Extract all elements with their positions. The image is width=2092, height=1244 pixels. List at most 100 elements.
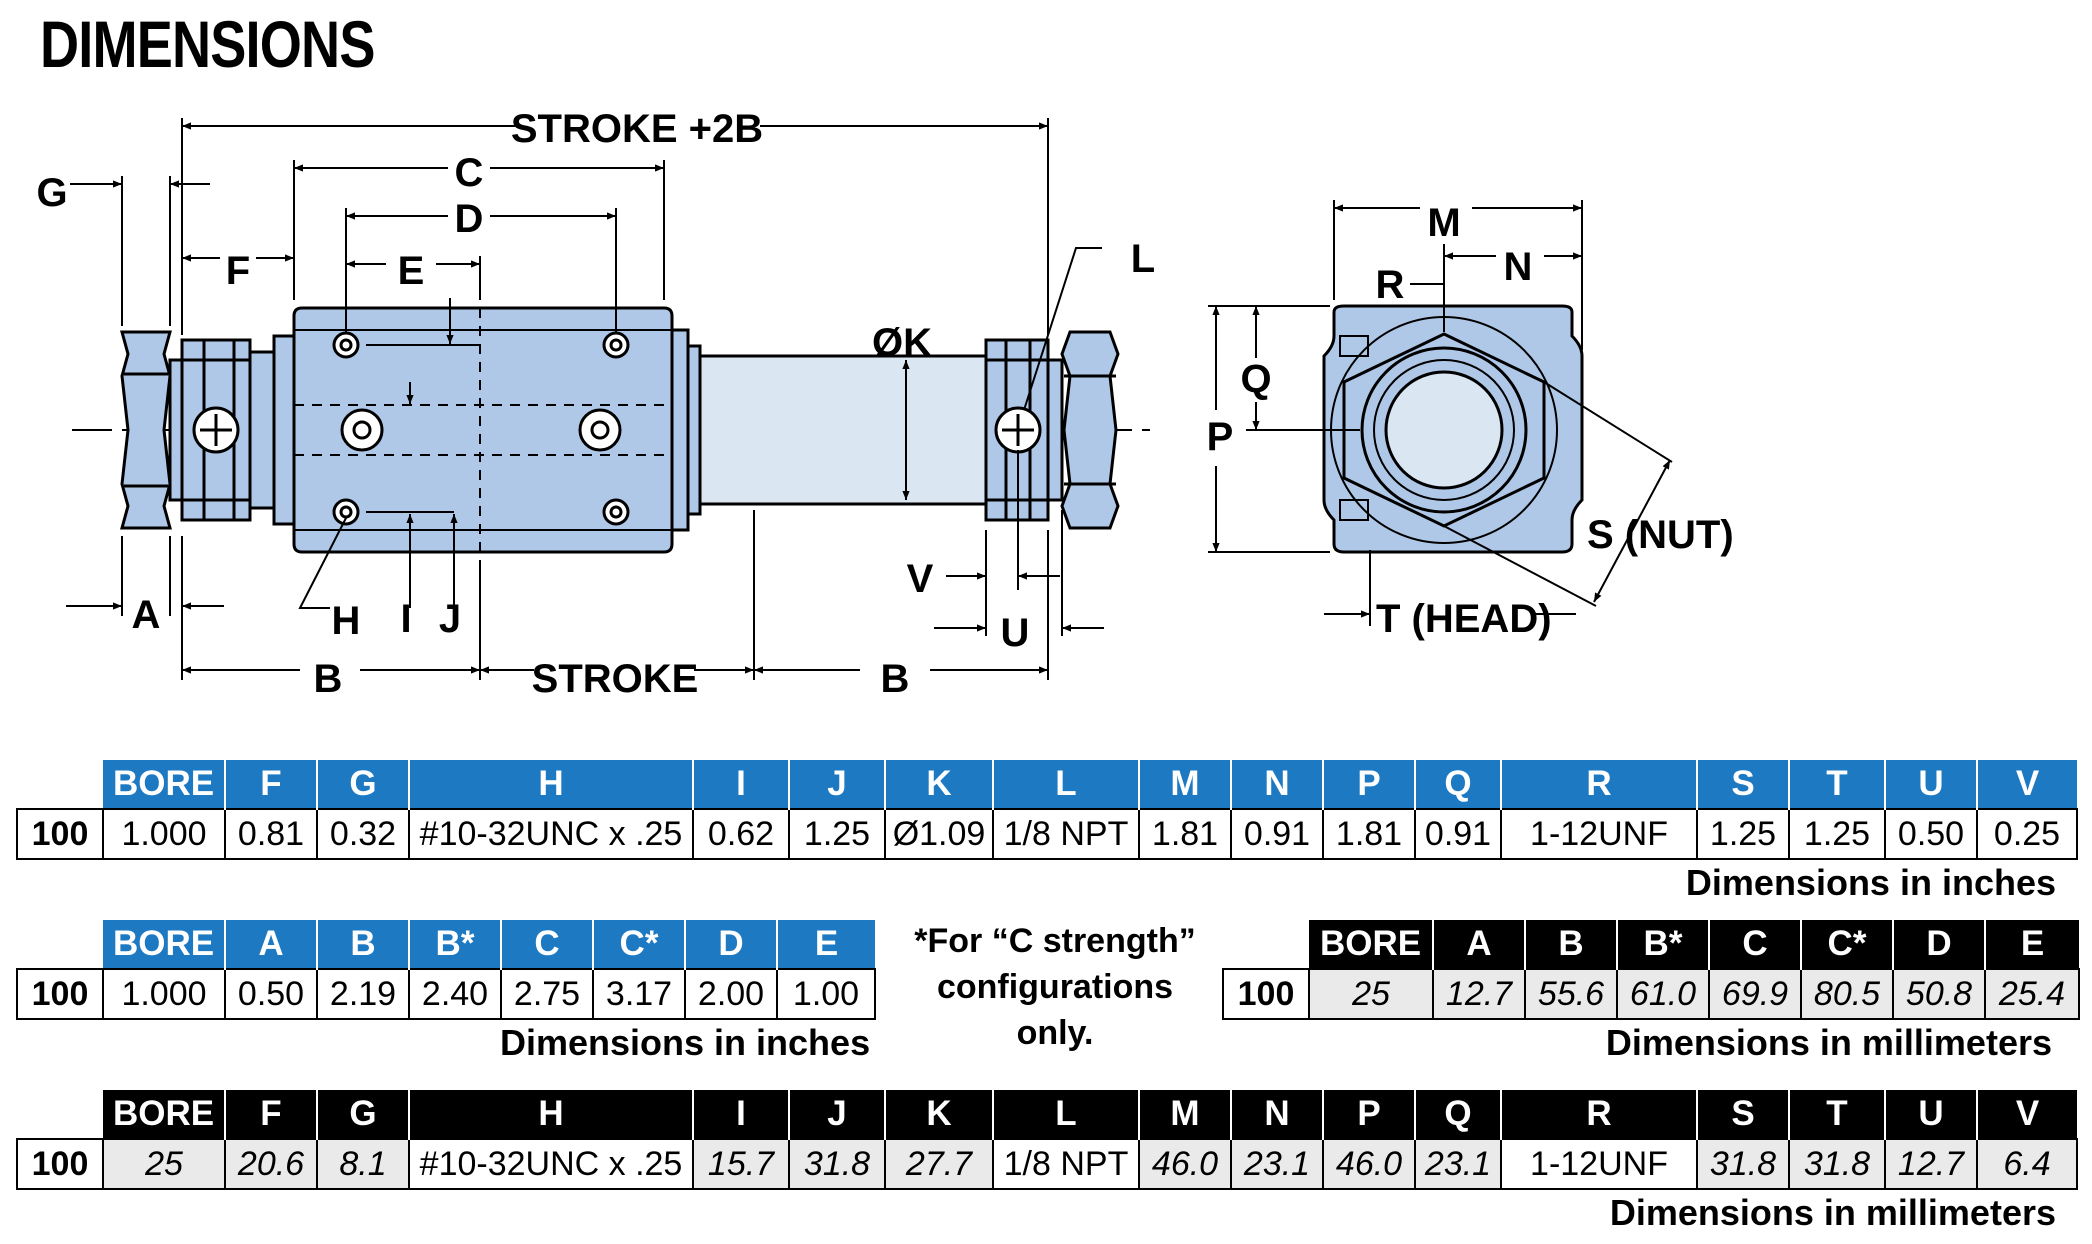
header-cell: L: [992, 760, 1139, 809]
header-cell: F: [224, 760, 317, 809]
value-cell: 0.50: [224, 968, 318, 1020]
end-view-dimensions: [1208, 200, 1673, 626]
end-view-labels: M N R Q P S (NUT) T (HEAD): [1207, 201, 1734, 641]
value-cell: 61.0: [1616, 968, 1710, 1020]
header-cell: J: [788, 1090, 885, 1139]
table-inches-full: BORE F G H I J K L M N P Q R S T U V 100…: [16, 760, 2078, 860]
value-cell: 0.91: [1230, 808, 1324, 860]
header-cell: U: [1884, 760, 1977, 809]
value-cell: 2.75: [500, 968, 594, 1020]
value-cell: 0.50: [1884, 808, 1978, 860]
table-row: 100 25 12.7 55.6 61.0 69.9 80.5 50.8 25.…: [1222, 968, 2080, 1020]
value-cell: 69.9: [1708, 968, 1802, 1020]
header-cell: Q: [1414, 760, 1501, 809]
row-label: 100: [1222, 968, 1310, 1020]
header-cell: H: [408, 760, 693, 809]
value-cell: #10-32UNC x .25: [408, 1138, 694, 1190]
header-cell: BORE: [103, 760, 225, 809]
note-line-2: configurations only.: [936, 968, 1174, 1052]
value-cell: 25: [1308, 968, 1434, 1020]
header-cell: C*: [592, 920, 685, 969]
label-g: G: [36, 171, 67, 215]
value-cell: 31.8: [788, 1138, 886, 1190]
value-cell: 8.1: [316, 1138, 410, 1190]
value-cell: 46.0: [1322, 1138, 1416, 1190]
value-cell: 31.8: [1696, 1138, 1790, 1190]
label-p: P: [1207, 415, 1234, 459]
header-cell: T: [1788, 760, 1885, 809]
caption-mm-full: Dimensions in millimeters: [1609, 1192, 2056, 1233]
label-f: F: [226, 249, 250, 293]
header-cell: Q: [1414, 1090, 1501, 1139]
caption-mm-short: Dimensions in millimeters: [1605, 1022, 2052, 1063]
table-header-row: BORE F G H I J K L M N P Q R S T U V: [17, 760, 2077, 809]
header-cell: A: [224, 920, 317, 969]
side-view-dimensions: [66, 118, 1104, 680]
header-cell: C*: [1800, 920, 1893, 969]
table-inches-short: BORE A B B* C C* D E 100 1.000 0.50 2.19…: [16, 920, 876, 1020]
value-cell: 2.40: [408, 968, 502, 1020]
table-mm-full: BORE F G H I J K L M N P Q R S T U V 100…: [16, 1090, 2078, 1190]
row-label: 100: [16, 968, 104, 1020]
label-ok: ØK: [872, 321, 932, 365]
header-cell: BORE: [103, 1090, 225, 1139]
table-mm-short: BORE A B B* C C* D E 100 25 12.7 55.6 61…: [1222, 920, 2080, 1020]
value-cell: 12.7: [1432, 968, 1526, 1020]
header-cell: A: [1432, 920, 1525, 969]
header-cell: BORE: [1309, 920, 1433, 969]
header-cell: L: [992, 1090, 1139, 1139]
value-cell: 1/8 NPT: [992, 808, 1140, 860]
header-cell: R: [1500, 1090, 1697, 1139]
value-cell: Ø1.09: [884, 808, 994, 860]
side-view-hidden-lines: [294, 308, 672, 552]
corner-cell: [17, 1090, 103, 1139]
header-cell: R: [1500, 760, 1697, 809]
corner-cell: [17, 760, 103, 809]
label-r: R: [1376, 263, 1405, 307]
corner-cell: [1223, 920, 1309, 969]
value-cell: 46.0: [1138, 1138, 1232, 1190]
header-cell: K: [884, 760, 993, 809]
side-view-holes: [192, 331, 1042, 526]
row-label: 100: [16, 1138, 104, 1190]
label-stroke: STROKE: [532, 657, 699, 700]
label-j: J: [439, 597, 461, 641]
header-cell: V: [1976, 760, 2077, 809]
technical-drawing: STROKE +2B C D E F G ØK L A H I J B STRO…: [36, 107, 1734, 700]
value-cell: 1.00: [776, 968, 876, 1020]
value-cell: 50.8: [1892, 968, 1986, 1020]
header-cell: G: [316, 760, 409, 809]
page-title: DIMENSIONS: [40, 7, 375, 81]
value-cell: 31.8: [1788, 1138, 1886, 1190]
value-cell: 23.1: [1230, 1138, 1324, 1190]
value-cell: 0.81: [224, 808, 318, 860]
header-cell: K: [884, 1090, 993, 1139]
value-cell: 1.81: [1138, 808, 1232, 860]
value-cell: 6.4: [1976, 1138, 2078, 1190]
header-cell: G: [316, 1090, 409, 1139]
label-stroke-2b: STROKE +2B: [511, 107, 763, 151]
label-s-nut: S (NUT): [1587, 513, 1734, 557]
value-cell: 2.00: [684, 968, 778, 1020]
header-cell: B: [316, 920, 409, 969]
header-cell: P: [1322, 760, 1415, 809]
value-cell: 27.7: [884, 1138, 994, 1190]
header-cell: M: [1138, 1090, 1231, 1139]
label-d: D: [455, 197, 484, 241]
value-cell: 1.25: [1696, 808, 1790, 860]
table-header-row: BORE A B B* C C* D E: [1223, 920, 2079, 969]
table-header-row: BORE A B B* C C* D E: [17, 920, 875, 969]
header-cell: B*: [1616, 920, 1709, 969]
side-view-labels: STROKE +2B C D E F G ØK L A H I J B STRO…: [36, 107, 1155, 700]
header-cell: E: [1984, 920, 2079, 969]
header-cell: B: [1524, 920, 1617, 969]
value-cell: 1.000: [102, 968, 226, 1020]
header-cell: S: [1696, 760, 1789, 809]
label-a: A: [132, 593, 161, 637]
end-view: [1322, 304, 1584, 554]
value-cell: 1/8 NPT: [992, 1138, 1140, 1190]
label-t-head: T (HEAD): [1376, 597, 1552, 641]
caption-inches-full: Dimensions in inches: [1685, 862, 2056, 903]
value-cell: 20.6: [224, 1138, 318, 1190]
header-cell: U: [1884, 1090, 1977, 1139]
